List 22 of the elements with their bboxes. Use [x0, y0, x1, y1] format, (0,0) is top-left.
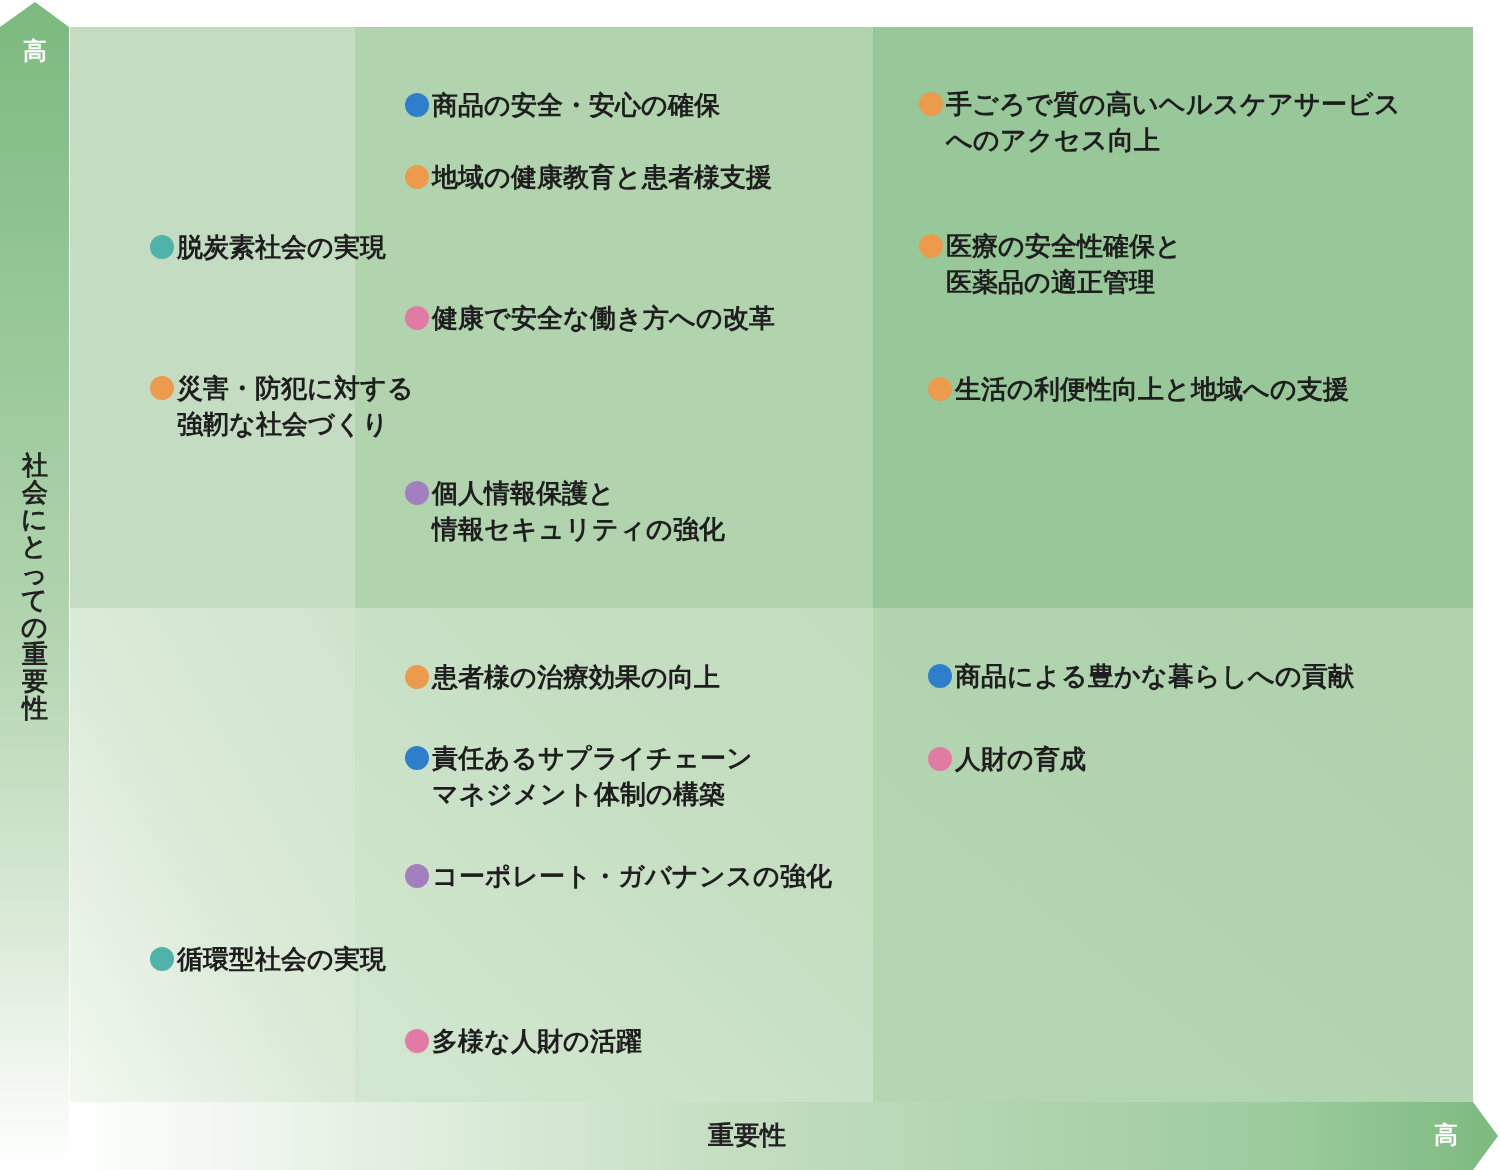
issue-label: 災害・防犯に対する強靭な社会づくり — [177, 372, 414, 441]
axis-end-label: 高 — [1434, 1120, 1458, 1150]
axis-title: 重要性 — [708, 1119, 786, 1151]
issue-label: 手ごろで質の高いヘルスケアサービスへのアクセス向上 — [946, 88, 1401, 157]
issue-label: 商品による豊かな暮らしへの貢献 — [955, 660, 1354, 693]
issue-label: 人財の育成 — [955, 743, 1086, 776]
issue-label: 責任あるサプライチェーンマネジメント体制の構築 — [432, 742, 753, 811]
issue-label: 商品の安全・安心の確保 — [432, 89, 720, 122]
issue-label: 個人情報保護と情報セキュリティの強化 — [432, 477, 725, 546]
quadrant-panel — [873, 27, 1473, 608]
issue-label: 地域の健康教育と患者様支援 — [432, 161, 772, 194]
issue-label: コーポレート・ガバナンスの強化 — [432, 860, 832, 893]
issue-label: 脱炭素社会の実現 — [177, 231, 386, 264]
axis-title: 社会にとっての重要性 — [21, 452, 48, 722]
issue-label: 患者様の治療効果の向上 — [432, 661, 720, 694]
axis-end-label: 高 — [23, 36, 47, 66]
quadrant-panel — [873, 608, 1473, 1102]
issue-label: 医療の安全性確保と医薬品の適正管理 — [946, 230, 1182, 299]
issue-label: 多様な人財の活躍 — [432, 1025, 642, 1058]
issue-label: 健康で安全な働き方への改革 — [432, 302, 775, 335]
issue-label: 生活の利便性向上と地域への支援 — [955, 373, 1349, 406]
issue-label: 循環型社会の実現 — [177, 943, 386, 976]
